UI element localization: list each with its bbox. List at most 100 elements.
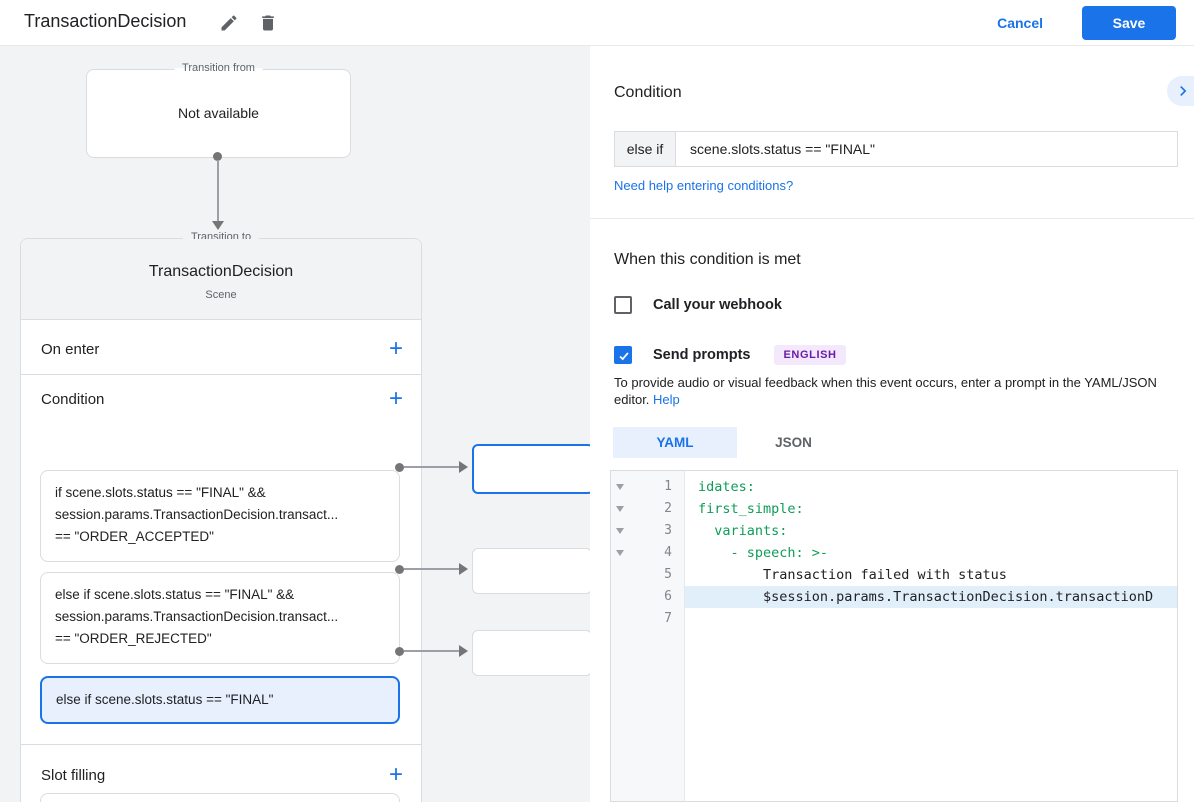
fold-icon[interactable] xyxy=(616,549,624,556)
add-slot-button[interactable]: + xyxy=(388,761,403,788)
code-line: 2 first_simple: xyxy=(611,498,1177,520)
condition-text: == "ORDER_REJECTED" xyxy=(55,631,212,646)
code-line: 4 - speech: >- xyxy=(611,542,1177,564)
on-enter-label: On enter xyxy=(41,341,100,358)
editor-tabs: YAML JSON xyxy=(613,427,850,458)
arrow-right-icon xyxy=(459,461,468,473)
when-condition-heading: When this condition is met xyxy=(614,251,801,268)
transition-target-box[interactable] xyxy=(472,630,592,676)
webhook-label: Call your webhook xyxy=(653,297,782,313)
condition-item[interactable]: if scene.slots.status == "FINAL" && sess… xyxy=(40,470,400,562)
connector-dot xyxy=(395,463,404,472)
cancel-button[interactable]: Cancel xyxy=(997,15,1043,31)
slot-filling-label: Slot filling xyxy=(41,767,106,784)
checkmark-icon xyxy=(619,352,629,361)
condition-text: else if scene.slots.status == "FINAL" xyxy=(56,692,274,707)
condition-text: session.params.TransactionDecision.trans… xyxy=(55,507,339,522)
flow-canvas: Transition from Not available Transition… xyxy=(0,46,594,802)
delete-button[interactable] xyxy=(258,13,278,33)
chevron-right-icon xyxy=(1180,86,1187,96)
condition-heading: Condition xyxy=(614,84,682,101)
arrow-right-icon xyxy=(459,563,468,575)
send-prompts-row: Send prompts ENGLISH xyxy=(614,345,846,365)
condition-expression-row: else if xyxy=(614,131,1178,167)
line-number: 5 xyxy=(664,567,672,582)
connector-line xyxy=(217,160,219,221)
condition-panel: Condition else if Need help entering con… xyxy=(590,46,1194,802)
code-line: 3 variants: xyxy=(611,520,1177,542)
line-number: 2 xyxy=(664,501,672,516)
help-link[interactable]: Help xyxy=(653,392,680,407)
code-line: 1 idates: xyxy=(611,476,1177,498)
prompts-checkbox[interactable] xyxy=(614,346,632,364)
code-text: variants: xyxy=(698,523,788,539)
connector-dot xyxy=(213,152,222,161)
section-divider xyxy=(590,218,1194,219)
operator-label: else if xyxy=(615,132,676,166)
connector-dot xyxy=(395,647,404,656)
webhook-row: Call your webhook xyxy=(614,296,782,314)
transition-target-box[interactable] xyxy=(472,444,594,494)
code-text: - speech: >- xyxy=(698,545,829,561)
transition-target-box[interactable] xyxy=(472,548,592,594)
code-text xyxy=(685,608,1177,630)
condition-expression-input[interactable] xyxy=(676,132,1177,166)
top-bar: TransactionDecision Cancel Save xyxy=(0,0,1194,46)
scene-type-label: Scene xyxy=(205,289,237,301)
arrow-right-icon xyxy=(459,645,468,657)
condition-item-selected[interactable]: else if scene.slots.status == "FINAL" xyxy=(40,676,400,724)
prompts-description-text: To provide audio or visual feedback when… xyxy=(614,375,1157,407)
language-badge: ENGLISH xyxy=(774,345,846,365)
connector-dot xyxy=(395,565,404,574)
scene-card-header: TransactionDecision Scene xyxy=(21,239,421,320)
transition-from-box: Transition from Not available xyxy=(86,62,351,158)
add-condition-button[interactable]: + xyxy=(388,385,403,412)
connector-line xyxy=(404,568,459,570)
transition-to-card: Transition to TransactionDecision Scene … xyxy=(20,231,422,802)
tab-json[interactable]: JSON xyxy=(775,435,812,450)
collapse-panel-button[interactable] xyxy=(1167,76,1194,106)
code-text: idates: xyxy=(698,479,755,495)
transition-from-value: Not available xyxy=(178,105,259,121)
webhook-checkbox[interactable] xyxy=(614,296,632,314)
condition-item[interactable]: else if scene.slots.status == "FINAL" &&… xyxy=(40,572,400,664)
fold-icon[interactable] xyxy=(616,527,624,534)
code-line: 5 Transaction failed with status xyxy=(611,564,1177,586)
line-number: 7 xyxy=(664,611,672,626)
line-number: 4 xyxy=(664,545,672,560)
code-text: Transaction failed with status xyxy=(698,567,1007,583)
edit-button[interactable] xyxy=(219,13,239,33)
condition-text: == "ORDER_ACCEPTED" xyxy=(55,529,214,544)
fold-icon[interactable] xyxy=(616,505,624,512)
tab-yaml[interactable]: YAML xyxy=(613,427,737,458)
slot-validation-item[interactable]: Slot validation xyxy=(40,793,400,802)
connector-line xyxy=(404,650,459,652)
prompts-label: Send prompts xyxy=(653,347,751,363)
conditions-help-link[interactable]: Need help entering conditions? xyxy=(614,178,794,193)
page-title: TransactionDecision xyxy=(24,11,187,31)
condition-text: if scene.slots.status == "FINAL" && xyxy=(55,485,266,500)
trash-icon xyxy=(262,15,274,31)
fold-icon[interactable] xyxy=(616,483,624,490)
pencil-icon xyxy=(221,15,237,31)
save-button[interactable]: Save xyxy=(1082,6,1176,40)
line-number: 3 xyxy=(664,523,672,538)
divider xyxy=(21,374,421,375)
add-on-enter-button[interactable]: + xyxy=(388,335,403,362)
code-text: $session.params.TransactionDecision.tran… xyxy=(685,586,1177,608)
condition-text: session.params.TransactionDecision.trans… xyxy=(55,609,339,624)
condition-text: else if scene.slots.status == "FINAL" && xyxy=(55,587,295,602)
scene-name: TransactionDecision xyxy=(148,263,294,280)
code-text: first_simple: xyxy=(698,501,804,517)
line-number: 6 xyxy=(664,589,672,604)
connector-line xyxy=(404,466,459,468)
arrow-down-icon xyxy=(212,221,224,230)
code-line-selected: 6 $session.params.TransactionDecision.tr… xyxy=(611,586,1177,608)
transition-from-legend: Transition from xyxy=(174,62,263,74)
divider xyxy=(21,744,421,745)
prompts-description: To provide audio or visual feedback when… xyxy=(614,374,1178,408)
line-number: 1 xyxy=(664,479,672,494)
code-line: 7 xyxy=(611,608,1177,630)
yaml-editor[interactable]: 1 idates: 2 first_simple: 3 variants: 4 … xyxy=(610,470,1178,802)
